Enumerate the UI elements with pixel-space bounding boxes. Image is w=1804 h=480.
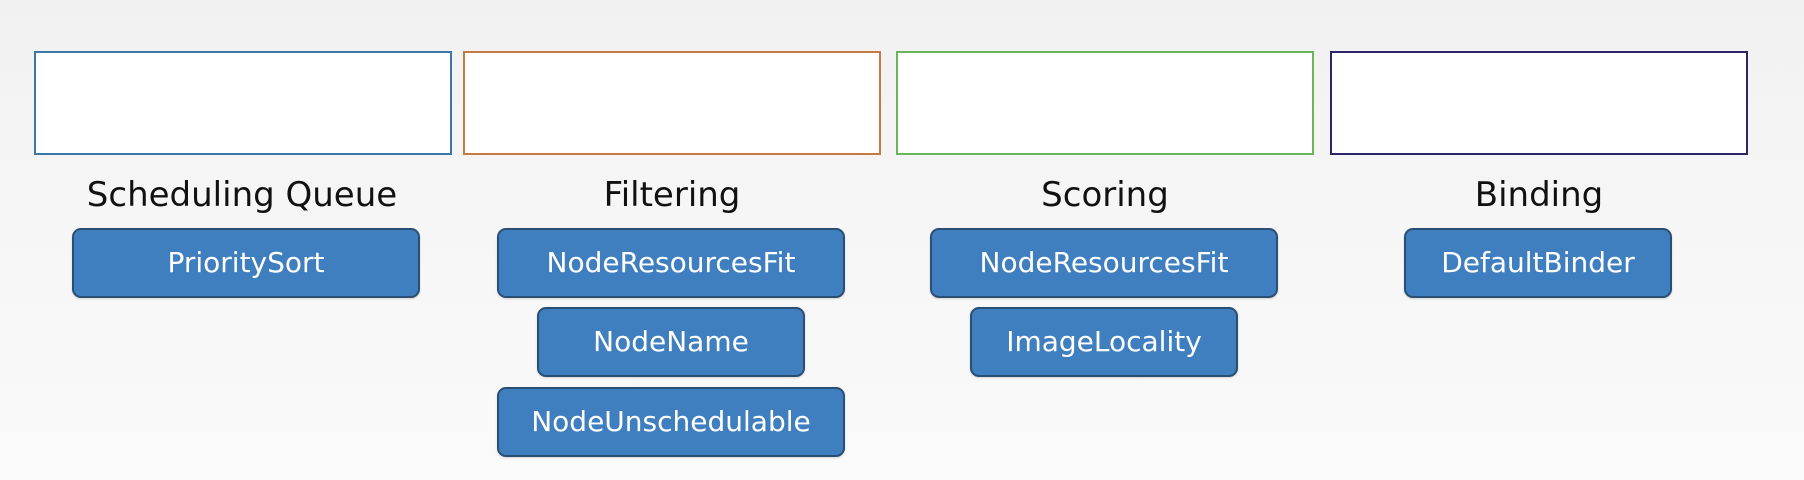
scoring-title: Scoring: [1041, 175, 1169, 215]
plugin-node-resources-fit-filter: NodeResourcesFit: [497, 228, 845, 298]
filtering-box: [463, 51, 881, 155]
scheduling-queue-box: [34, 51, 452, 155]
binding-title: Binding: [1474, 175, 1604, 215]
plugin-node-unschedulable: NodeUnschedulable: [497, 387, 845, 457]
binding-box: [1330, 51, 1748, 155]
plugin-priority-sort: PrioritySort: [72, 228, 420, 298]
plugin-default-binder: DefaultBinder: [1404, 228, 1672, 298]
plugin-image-locality: ImageLocality: [970, 307, 1238, 377]
plugin-node-resources-fit-score: NodeResourcesFit: [930, 228, 1278, 298]
scoring-box: [896, 51, 1314, 155]
plugin-node-name: NodeName: [537, 307, 805, 377]
scheduling-queue-title: Scheduling Queue: [86, 175, 398, 215]
filtering-title: Filtering: [603, 175, 741, 215]
